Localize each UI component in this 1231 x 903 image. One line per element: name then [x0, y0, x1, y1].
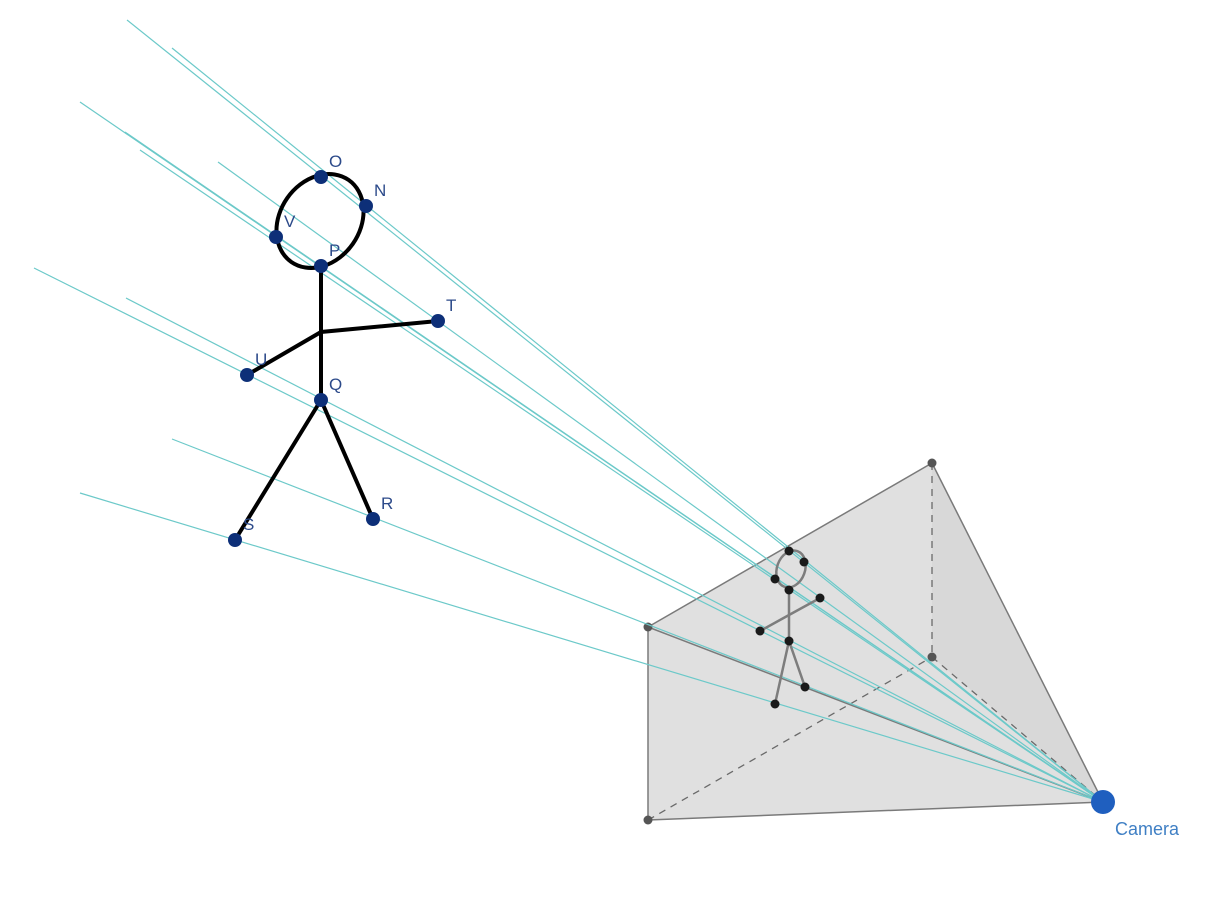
camera-point[interactable] — [1091, 790, 1115, 814]
point-v[interactable] — [269, 230, 283, 244]
projected-point — [770, 699, 780, 709]
frustum-corner-point — [643, 815, 653, 825]
projection-ray — [126, 19, 1104, 803]
projected-point — [784, 636, 794, 646]
arms-line — [245, 319, 440, 377]
point-r[interactable] — [366, 512, 380, 526]
point-label-r: R — [381, 494, 393, 513]
camera-frustum — [643, 458, 1104, 825]
frustum-edge — [931, 462, 1104, 803]
point-s[interactable] — [228, 533, 242, 547]
projection-ray — [139, 149, 1104, 803]
point-label-p: P — [329, 241, 340, 260]
frustum-top-face — [648, 463, 1103, 802]
frustum-corner-point — [927, 652, 937, 662]
point-label-t: T — [446, 296, 456, 315]
point-p[interactable] — [314, 259, 328, 273]
projected-point — [770, 574, 780, 584]
projection-ray — [171, 438, 1104, 803]
projected-stick-figure — [755, 546, 825, 709]
projection-ray — [79, 492, 1104, 803]
projected-point — [815, 593, 825, 603]
point-u[interactable] — [240, 368, 254, 382]
frustum-hidden-edge — [931, 656, 1104, 803]
projected-point — [755, 626, 765, 636]
projected-arms — [758, 596, 822, 633]
point-t[interactable] — [431, 314, 445, 328]
legs-line — [233, 395, 375, 542]
projection-ray — [125, 297, 1104, 803]
point-label-v: V — [284, 212, 296, 231]
point-label-q: Q — [329, 375, 342, 394]
projection-ray — [171, 47, 1104, 803]
projection-ray — [33, 267, 1104, 803]
point-label-u: U — [255, 350, 267, 369]
point-label-s: S — [243, 515, 254, 534]
point-q[interactable] — [314, 393, 328, 407]
projected-point — [800, 682, 810, 692]
projection-ray — [124, 131, 1104, 803]
projected-point — [784, 546, 794, 556]
frustum-corner-point — [643, 622, 653, 632]
camera-label: Camera — [1115, 819, 1180, 839]
projected-point — [784, 585, 794, 595]
point-o[interactable] — [314, 170, 328, 184]
camera-group: Camera — [1091, 790, 1180, 839]
point-label-n: N — [374, 181, 386, 200]
labeled-points: O N V P T U Q R S — [228, 152, 456, 547]
frustum-corner-point — [927, 458, 937, 468]
stick-figure — [233, 172, 440, 542]
frustum-edge — [647, 462, 933, 628]
projected-head — [775, 549, 807, 589]
frustum-hidden-edge — [647, 656, 933, 821]
frustum-edge — [647, 801, 1104, 821]
point-label-o: O — [329, 152, 342, 171]
head-ellipse — [274, 172, 366, 270]
projection-ray — [217, 161, 1104, 803]
point-n[interactable] — [359, 199, 373, 213]
projected-point — [799, 557, 809, 567]
frustum-left-face — [648, 627, 1103, 820]
